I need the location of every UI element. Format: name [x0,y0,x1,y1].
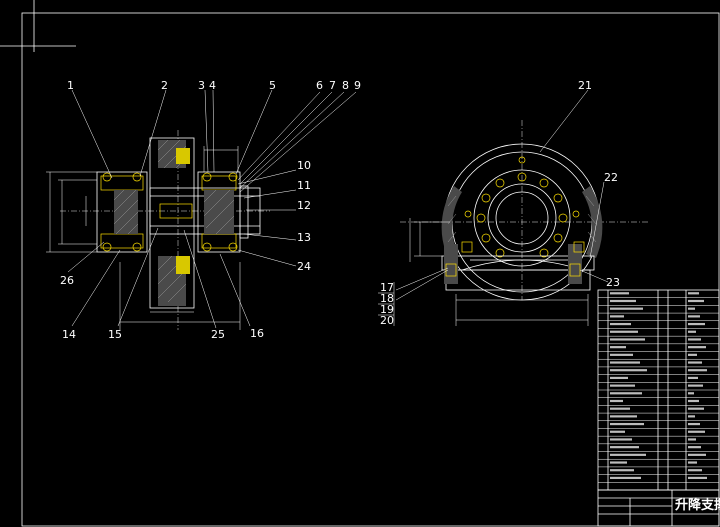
parts-list-cell-mark [688,346,706,349]
parts-list-cell-mark [610,353,633,356]
parts-list-cell-mark [610,461,627,464]
parts-list-rows [598,292,719,483]
parts-list-cell-mark [688,361,702,364]
parts-list-cell-mark [688,446,701,449]
parts-list-cell-mark [688,399,699,403]
parts-list-cell-mark [610,438,632,441]
parts-list-cell-mark [688,438,696,441]
parts-list-cell-mark [688,330,696,333]
balloon-21: 21 [578,79,592,92]
balloon-16: 16 [250,327,264,340]
parts-list-cell-mark [610,361,640,364]
balloon-15: 15 [108,328,122,341]
title-block: 升降支撑装 [597,489,720,527]
parts-list-cell-mark [688,407,704,410]
parts-list-cell-mark [688,469,702,472]
balloon-19: 19 [380,303,394,316]
parts-list-table [597,289,720,491]
parts-list-cell-mark [610,369,647,372]
balloon-11: 11 [297,179,311,192]
parts-list-cell-mark [688,292,699,295]
parts-list-cell-mark [610,299,636,303]
drawing-title: 升降支撑装 [675,497,720,513]
balloon-13: 13 [297,231,311,244]
left-section-view: 1 2 3 4 5 6 7 8 9 10 11 12 13 24 16 25 1… [46,79,361,341]
parts-list-cell-mark [610,453,646,456]
balloon-8: 8 [342,79,349,92]
parts-list-cell-mark [610,322,631,326]
balloon-23: 23 [606,276,620,289]
parts-list-cell-mark [688,299,704,303]
balloon-26: 26 [60,274,74,287]
parts-list-cell-mark [688,430,705,433]
balloon-9: 9 [354,79,361,92]
parts-list-cell-mark [610,346,626,349]
balloon-3: 3 [198,79,205,92]
parts-list-cell-mark [610,392,642,395]
balloon-2: 2 [161,79,168,92]
balloon-7: 7 [329,79,336,92]
parts-list-cell-mark [610,376,628,380]
parts-list-cell-mark [688,307,695,310]
parts-list-cell-mark [688,338,701,341]
parts-list-cell-mark [688,353,697,356]
balloon-6: 6 [316,79,323,92]
parts-list-cell-mark [688,384,703,387]
parts-list-cell-mark [688,376,698,380]
parts-list-cell-mark [688,315,700,318]
parts-list-cell-mark [610,292,629,295]
balloon-20: 20 [380,314,394,327]
balloon-12: 12 [297,199,311,212]
parts-list-cell-mark [610,415,637,418]
balloon-1: 1 [67,79,74,92]
balloon-10: 10 [297,159,311,172]
parts-list-cell-mark [610,476,641,480]
parts-list-cell-mark [610,446,639,449]
balloon-17: 17 [380,281,394,294]
parts-list-cell-mark [610,338,645,341]
parts-list-cell-mark [610,399,623,403]
parts-list-cell-mark [688,415,695,418]
parts-list-cell-mark [610,430,625,433]
parts-list-cell-mark [688,453,706,456]
parts-list-cell-mark [610,315,624,318]
parts-list-cell-mark [610,330,638,333]
parts-list-cell-mark [610,407,630,410]
parts-list-cell-mark [688,322,705,326]
balloon-5: 5 [269,79,276,92]
parts-list-cell-mark [688,392,694,395]
balloon-24: 24 [297,260,311,273]
parts-list-cell-mark [610,384,635,387]
parts-list-cell-mark [610,469,634,472]
balloon-22: 22 [604,171,618,184]
parts-list-cell-mark [610,307,643,310]
parts-list-cell-mark [688,461,697,464]
balloon-4: 4 [209,79,216,92]
parts-list-cell-mark [688,476,707,480]
balloon-14: 14 [62,328,76,341]
parts-list-cell-mark [688,422,700,426]
parts-list-cell-mark [688,369,707,372]
balloon-18: 18 [380,292,394,305]
parts-list-cell-mark [610,422,644,426]
right-end-view: 21 22 23 17 18 19 20 [378,79,650,327]
balloon-25: 25 [211,328,225,341]
